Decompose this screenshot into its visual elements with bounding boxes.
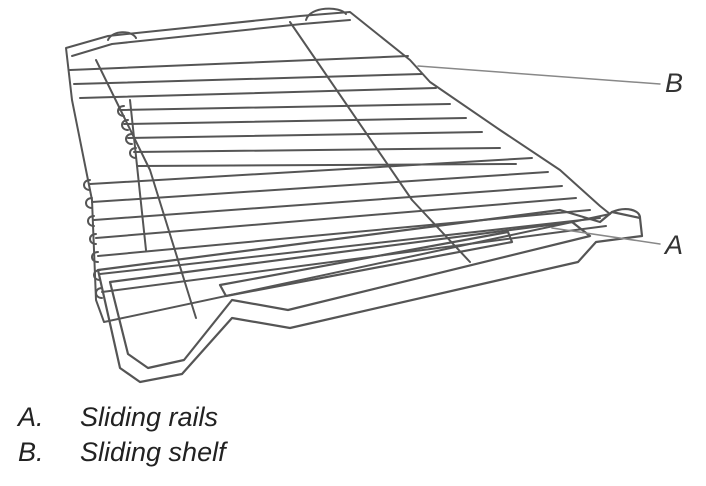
sliding-rails [96,208,644,384]
legend-key: B. [18,437,44,467]
legend-item-b: B. Sliding shelf [18,439,226,466]
callout-a-leader [551,227,661,245]
callout-label-b: B [665,68,684,98]
legend-key: A. [18,402,44,432]
sliding-shelf [65,7,611,323]
legend-item-a: A. Sliding rails [18,404,218,431]
legend-text: Sliding shelf [80,437,226,467]
callout-b-leader [417,65,661,85]
legend-text: Sliding rails [80,402,219,432]
callout-label-a: A [665,230,684,260]
oven-shelf-illustration [65,7,661,384]
